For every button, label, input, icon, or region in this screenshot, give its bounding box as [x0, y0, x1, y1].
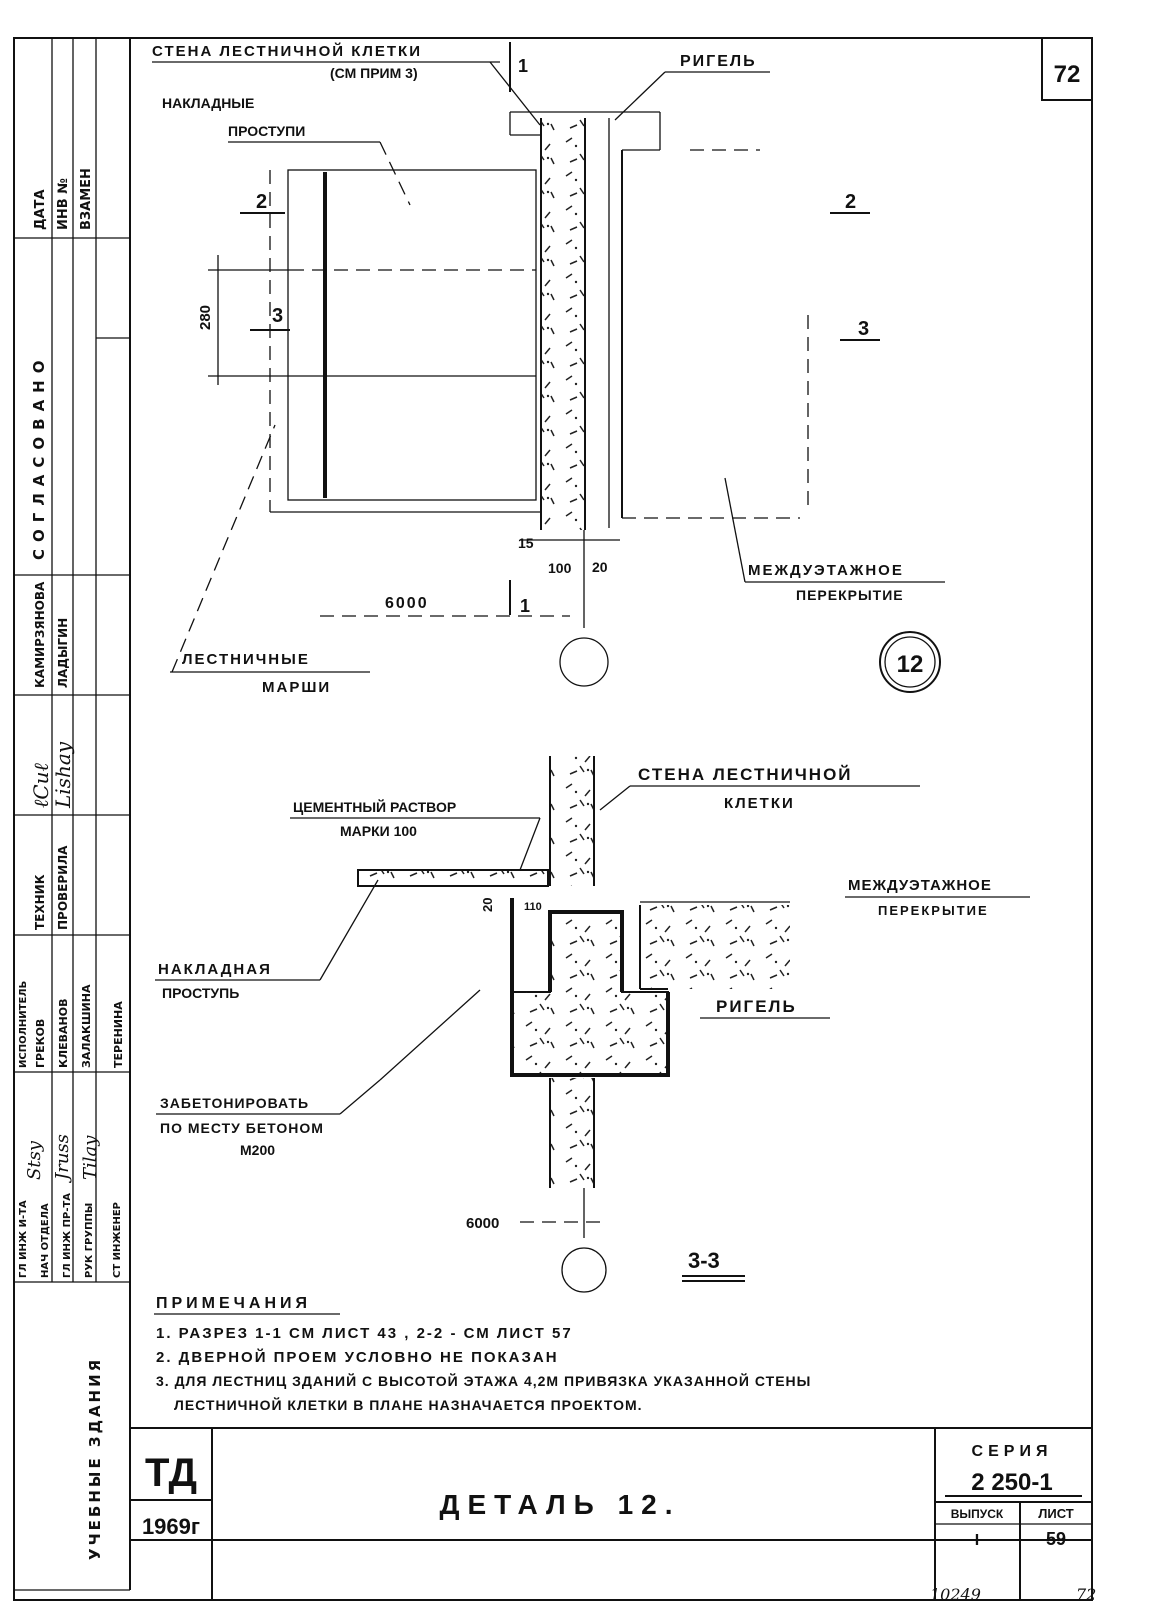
drawing-title: ДЕТАЛЬ 12. — [440, 1489, 681, 1520]
mortar-label-1: ЦЕМЕНТНЫЙ РАСТВОР — [293, 798, 456, 815]
series-value: 2 250-1 — [971, 1469, 1052, 1496]
sheet-label: ЛИСТ — [1038, 1506, 1074, 1521]
dim-20: 20 — [592, 559, 608, 575]
section-wall-label-2: КЛЕТКИ — [724, 795, 795, 812]
margin-person-1: КАМИРЗЯНОВА — [33, 581, 47, 688]
margin-replace-header: ВЗАМЕН — [79, 168, 94, 230]
footer-page: 72 — [1076, 1585, 1096, 1604]
plan-girder-label: РИГЕЛЬ — [680, 53, 757, 70]
plan-wall-label-1: СТЕНА ЛЕСТНИЧНОЙ КЛЕТКИ — [152, 42, 422, 60]
plan-view: СТЕНА ЛЕСТНИЧНОЙ КЛЕТКИ (СМ ПРИМ 3) РИГЕ… — [152, 42, 945, 696]
note-3: 3. ДЛЯ ЛЕСТНИЦ ЗДАНИЙ С ВЫСОТОЙ ЭТАЖА 4,… — [156, 1372, 811, 1389]
margin-inv-header: ИНВ № — [56, 178, 71, 230]
axis-bubble-plan — [559, 637, 609, 687]
note-3-cont: ЛЕСТНИЧНОЙ КЛЕТКИ В ПЛАНЕ НАЗНАЧАЕТСЯ ПР… — [174, 1396, 643, 1413]
plan-floor-label-1: МЕЖДУЭТАЖНОЕ — [748, 562, 904, 579]
notes-heading: ПРИМЕЧАНИЯ — [156, 1295, 311, 1312]
signature-4: Jruss — [52, 1134, 73, 1184]
series-label: СЕРИЯ — [972, 1443, 1053, 1460]
margin-role-checked: ПРОВЕРИЛА — [56, 845, 70, 930]
margin-building-type: УЧЕБНЫЕ ЗДАНИЯ — [86, 1357, 104, 1560]
section-girder-label: РИГЕЛЬ — [716, 997, 797, 1016]
dim-15: 15 — [518, 535, 534, 551]
plan-wall — [541, 118, 585, 530]
dim-280: 280 — [197, 305, 214, 330]
margin-role-b5: СТ ИНЖЕНЕР — [112, 1202, 123, 1278]
margin-role-b1: ГЛ ИНЖ И-ТА — [18, 1200, 29, 1278]
title-block: ТД 1969г ДЕТАЛЬ 12. СЕРИЯ 2 250-1 ВЫПУСК… — [130, 1427, 1096, 1604]
section-title: 3-3 — [688, 1248, 720, 1273]
section-wall-upper — [550, 756, 594, 886]
margin-name-3: ЗАЛАКШИНА — [80, 984, 93, 1068]
signature-5: Tilay — [80, 1135, 101, 1180]
margin-role-technician: ТЕХНИК — [33, 874, 47, 930]
concrete-label-2: ПО МЕСТУ БЕТОНОМ — [160, 1120, 324, 1136]
note-2: 2. ДВЕРНОЙ ПРОЕМ УСЛОВНО НЕ ПОКАЗАН — [156, 1348, 559, 1366]
plan-floor-label-2: ПЕРЕКРЫТИЕ — [796, 587, 904, 603]
plan-dim-6000: 6000 — [385, 595, 429, 612]
year: 1969г — [142, 1514, 200, 1539]
margin-name-2: КЛЕВАНОВ — [57, 999, 70, 1068]
detail-number: 12 — [897, 651, 924, 678]
section-mark-3-right: 3 — [858, 318, 869, 340]
section-mark-2-left: 2 — [256, 191, 267, 213]
section-wall-label-1: СТЕНА ЛЕСТНИЧНОЙ — [638, 765, 853, 784]
margin-agreed: СОГЛАСОВАНО — [30, 354, 48, 561]
section-mark-3-left: 3 — [272, 305, 283, 327]
section-mark-1-top: 1 — [518, 56, 528, 76]
mortar-label-2: МАРКИ 100 — [340, 823, 417, 839]
margin-role-exec: ИСПОЛНИТЕЛЬ — [18, 981, 29, 1068]
margin-name-1: ГРЕКОВ — [34, 1019, 47, 1068]
section-overlay-label-1: НАКЛАДНАЯ — [158, 961, 272, 978]
sheet-value: 59 — [1046, 1529, 1066, 1549]
section-floor-label-2: ПЕРЕКРЫТИЕ — [878, 903, 989, 918]
section-floor-label-1: МЕЖДУЭТАЖНОЕ — [848, 877, 992, 894]
section-wall-lower — [550, 1078, 594, 1188]
section-mark-2-right: 2 — [845, 191, 856, 213]
left-margin-stamp: ДАТА ИНВ № ВЗАМЕН СОГЛАСОВАНО КАМИРЗЯНОВ… — [14, 38, 130, 1591]
section-overlay-label-2: ПРОСТУПЬ — [162, 985, 239, 1001]
margin-date-header: ДАТА — [33, 189, 48, 230]
detail-circle-outer — [879, 631, 941, 693]
signature-3: Stsy — [24, 1140, 45, 1180]
margin-person-2: ЛАДЫГИН — [56, 618, 70, 688]
margin-name-4: ТЕРЕНИНА — [112, 1001, 125, 1068]
concrete-label-3: М200 — [240, 1142, 275, 1158]
sheet-number: 72 — [1054, 61, 1081, 88]
floor-slab — [640, 905, 790, 989]
issue-label: ВЫПУСК — [951, 1507, 1004, 1521]
org-code: ТД — [145, 1451, 197, 1495]
section-dim-6000: 6000 — [466, 1215, 499, 1232]
dim-100: 100 — [548, 560, 572, 576]
frame — [13, 37, 1093, 1601]
section-dim-20: 20 — [480, 898, 495, 912]
margin-role-b3: ГЛ ИНЖ ПР-ТА — [62, 1193, 73, 1278]
plan-wall-label-2: (СМ ПРИМ 3) — [330, 65, 418, 81]
plan-overlay-label-1: НАКЛАДНЫЕ — [162, 95, 254, 111]
margin-role-b2: НАЧ ОТДЕЛА — [40, 1203, 51, 1278]
margin-role-b4: РУК ГРУППЫ — [84, 1203, 95, 1278]
plan-overlay-label-2: ПРОСТУПИ — [228, 123, 305, 139]
overlay-tread — [358, 870, 548, 886]
signature-1: ℓCuℓ — [29, 762, 53, 808]
axis-bubble-section — [561, 1247, 607, 1293]
section-view: СТЕНА ЛЕСТНИЧНОЙ КЛЕТКИ ЦЕМЕНТНЫЙ РАСТВО… — [155, 756, 1030, 1293]
stair-flight-outline — [287, 169, 537, 501]
section-dim-110: 110 — [524, 901, 542, 913]
issue-value: I — [975, 1532, 979, 1549]
section-mark-1-bottom: 1 — [520, 596, 530, 616]
signature-2: Lishay — [51, 741, 75, 809]
concrete-label-1: ЗАБЕТОНИРОВАТЬ — [160, 1095, 309, 1111]
note-1: 1. РАЗРЕЗ 1-1 СМ ЛИСТ 43 , 2-2 - СМ ЛИСТ… — [156, 1325, 573, 1342]
plan-stairs-label-2: МАРШИ — [262, 679, 331, 696]
notes-block: ПРИМЕЧАНИЯ 1. РАЗРЕЗ 1-1 СМ ЛИСТ 43 , 2-… — [154, 1295, 811, 1413]
plan-stairs-label-1: ЛЕСТНИЧНЫЕ — [182, 651, 310, 668]
footer-code: 10249 — [930, 1585, 981, 1604]
